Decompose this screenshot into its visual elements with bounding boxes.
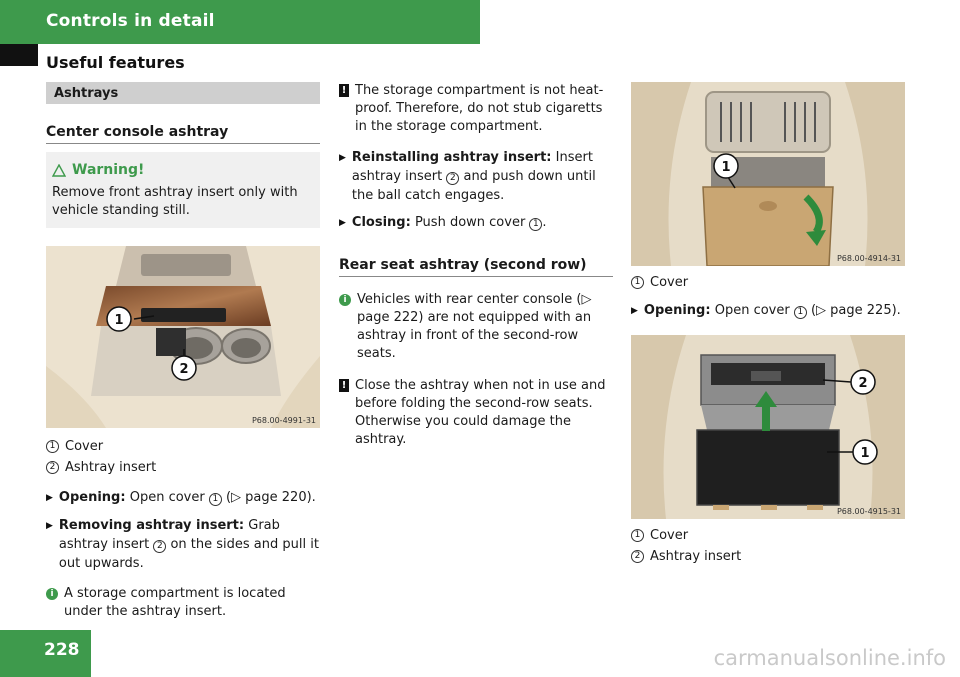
legend-label: Ashtray insert (650, 549, 742, 564)
ref-number: 2 (446, 172, 460, 185)
subheading-rear-seat: Rear seat ashtray (second row) (339, 257, 613, 277)
watermark: carmanualsonline.info (713, 646, 946, 670)
exclamation-icon: ! (339, 379, 349, 392)
legend-number: 1 (631, 276, 644, 289)
exclamation-icon: ! (339, 84, 349, 97)
legend-label: Ashtray insert (65, 460, 157, 475)
legend-rear-open: 1 Cover 2 Ashtray insert (631, 525, 905, 567)
legend-number: 2 (46, 461, 59, 474)
photo-rear-cover: 1 P68.00-4914-31 (631, 82, 905, 266)
ref-number: 1 (208, 493, 222, 506)
center-console-illustration: 1 2 (46, 246, 320, 428)
legend-number: 1 (46, 440, 59, 453)
subheading-center-console: Center console ashtray (46, 124, 320, 144)
step-reinstalling: ▶ Reinstalling ashtray insert: Insert as… (339, 150, 596, 203)
page-number: 228 (44, 640, 80, 660)
caution-text: The storage compartment is not heat-proo… (355, 83, 604, 134)
legend-number: 1 (631, 529, 644, 542)
caution-note: ! Close the ashtray when not in use and … (339, 377, 613, 449)
step-arrow-icon: ▶ (46, 493, 53, 503)
callout-1: 1 (860, 446, 869, 461)
step-label: Opening: (58, 490, 126, 505)
ref-number: 1 (529, 218, 543, 231)
legend-item: 1 Cover (631, 525, 905, 546)
header-band (0, 0, 480, 44)
step-arrow-icon: ▶ (631, 306, 638, 316)
info-icon: i (339, 294, 351, 306)
step-arrow-icon: ▶ (339, 218, 346, 228)
photo-center-console: 1 2 P68.00-4991-31 (46, 246, 320, 428)
legend-item: 2 Ashtray insert (631, 546, 905, 567)
step-closing: ▶ Closing: Push down cover 1. (339, 213, 613, 233)
ref-number: 1 (793, 306, 807, 319)
info-text: Vehicles with rear center console (▷ pag… (357, 292, 592, 361)
legend-center-console: 1 Cover 2 Ashtray insert (46, 436, 320, 478)
ref-number: 2 (153, 540, 167, 553)
image-code: P68.00-4915-31 (836, 507, 901, 516)
column-right: 1 P68.00-4914-31 1 Cover ▶ Opening: Open… (631, 82, 905, 567)
page-number-box (0, 630, 91, 677)
callout-2: 2 (179, 362, 188, 377)
info-icon: i (46, 588, 58, 600)
caution-text: Close the ashtray when not in use and be… (355, 378, 606, 447)
image-code: P68.00-4914-31 (836, 254, 901, 263)
header-marker (0, 44, 38, 66)
step-removing: ▶ Removing ashtray insert: Grab ashtray … (46, 518, 319, 571)
info-note: i Vehicles with rear center console (▷ p… (339, 291, 613, 363)
callout-2: 2 (858, 376, 867, 391)
legend-item: 1 Cover (631, 272, 905, 293)
legend-label: Cover (65, 439, 104, 454)
warning-text: Remove front ashtray insert only with ve… (52, 185, 298, 218)
warning-heading: Warning! (52, 162, 312, 178)
image-code: P68.00-4991-31 (251, 416, 316, 425)
legend-item: 2 Ashtray insert (46, 457, 320, 478)
info-text: A storage compartment is located under t… (64, 586, 286, 619)
rear-ashtray-closed-illustration: 1 (631, 82, 905, 266)
step-label: Reinstalling ashtray insert: (351, 150, 552, 165)
legend-number: 2 (631, 550, 644, 563)
chapter-title: Controls in detail (46, 11, 215, 31)
step-opening-rear: ▶ Opening: Open cover 1 (▷ page 225). (631, 301, 905, 321)
step-label: Opening: (643, 303, 711, 318)
rear-ashtray-open-illustration: 2 1 (631, 335, 905, 519)
step-arrow-icon: ▶ (46, 521, 53, 531)
step-arrow-icon: ▶ (339, 153, 346, 163)
caution-note: ! The storage compartment is not heat-pr… (339, 82, 613, 136)
callout-1: 1 (114, 313, 123, 328)
legend-label: Cover (650, 528, 689, 543)
info-note: i A storage compartment is located under… (46, 585, 320, 621)
section-title: Useful features (46, 53, 185, 72)
warning-box: Warning! Remove front ashtray insert onl… (46, 152, 320, 228)
photo-rear-open: 2 1 P68.00-4915-31 (631, 335, 905, 519)
warning-title: Warning! (72, 162, 145, 178)
warning-triangle-icon (52, 163, 66, 177)
legend-item: 1 Cover (46, 436, 320, 457)
callout-1: 1 (721, 160, 730, 175)
legend-label: Cover (650, 275, 689, 290)
legend-rear-cover: 1 Cover (631, 272, 905, 293)
section-bar: Ashtrays (46, 82, 320, 104)
column-middle: ! The storage compartment is not heat-pr… (339, 82, 613, 449)
step-opening: ▶ Opening: Open cover 1 (▷ page 220). (46, 488, 320, 508)
column-left: Ashtrays Center console ashtray Warning!… (46, 82, 320, 621)
step-label: Closing: (351, 215, 411, 230)
step-label: Removing ashtray insert: (58, 518, 245, 533)
